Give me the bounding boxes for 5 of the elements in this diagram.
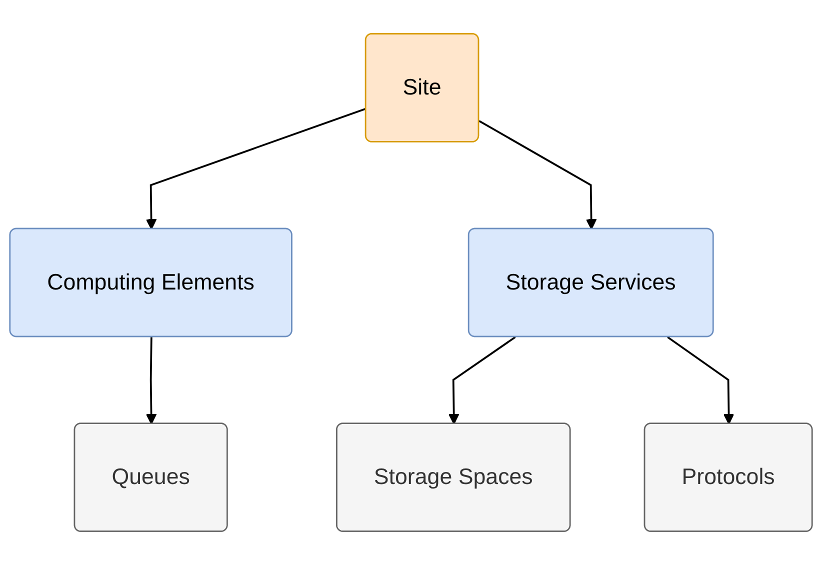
arrow xyxy=(146,108,366,230)
arrow xyxy=(448,336,516,424)
arrow xyxy=(478,120,597,230)
arrow xyxy=(667,336,734,424)
arrow xyxy=(146,337,157,424)
